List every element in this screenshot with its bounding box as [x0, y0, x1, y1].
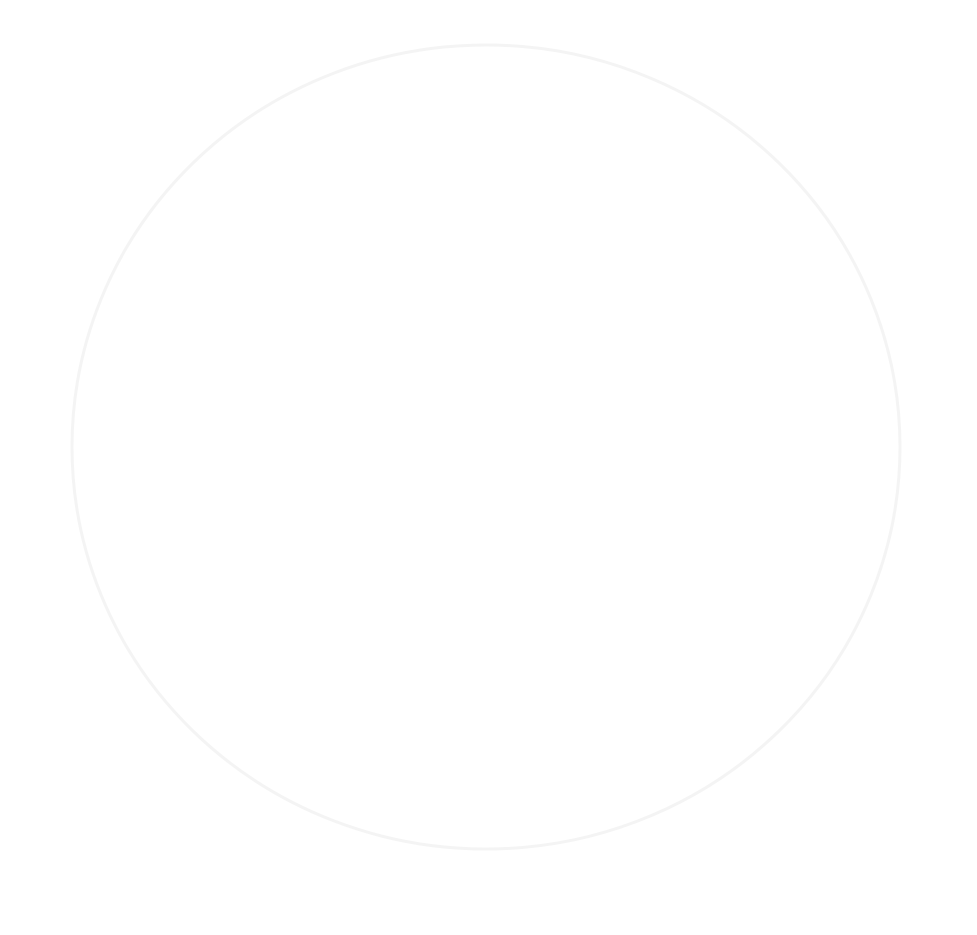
faint-circle-outline — [70, 43, 902, 851]
